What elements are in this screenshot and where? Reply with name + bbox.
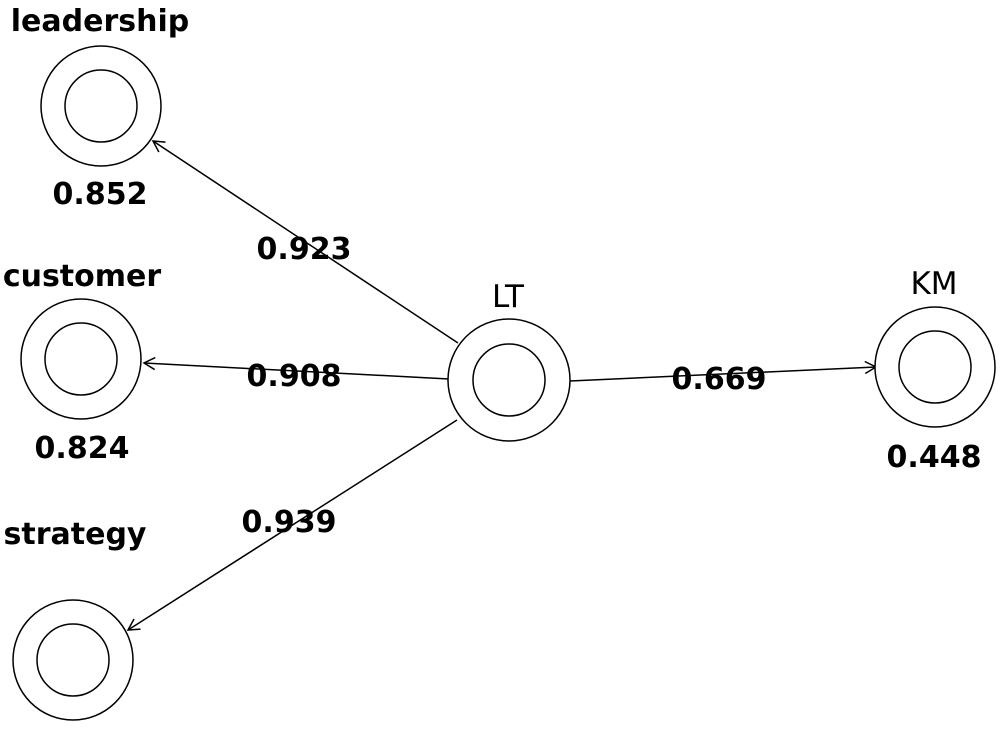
edge-lt-km-weight: 0.669 xyxy=(672,362,767,397)
node-customer-value: 0.824 xyxy=(35,431,130,466)
node-customer-label: customer xyxy=(3,259,162,294)
edge-lt-customer-weight: 0.908 xyxy=(247,359,342,394)
node-lt-label: LT xyxy=(492,279,525,315)
node-leadership-value: 0.852 xyxy=(53,177,148,212)
node-strategy[interactable] xyxy=(12,599,134,721)
node-km-value: 0.448 xyxy=(887,440,982,475)
edge-lt-strategy-weight: 0.939 xyxy=(242,505,337,540)
node-km[interactable] xyxy=(874,306,996,428)
node-lt-inner-ring xyxy=(472,343,546,417)
node-leadership-inner-ring xyxy=(64,69,138,143)
edge-lt-km xyxy=(569,360,878,382)
node-leadership[interactable] xyxy=(40,45,162,167)
node-lt[interactable] xyxy=(447,318,571,442)
node-customer[interactable] xyxy=(20,298,142,420)
edge-lt-leadership-weight: 0.923 xyxy=(257,232,352,267)
edge-lt-customer xyxy=(142,356,450,380)
node-km-inner-ring xyxy=(898,330,972,404)
edge-lt-leadership xyxy=(151,140,459,344)
node-customer-inner-ring xyxy=(44,322,118,396)
edge-lt-strategy xyxy=(126,419,458,631)
node-leadership-label: leadership xyxy=(11,4,189,39)
node-strategy-inner-ring xyxy=(36,623,110,697)
node-strategy-label: strategy xyxy=(4,517,147,552)
node-km-label: KM xyxy=(910,266,957,302)
